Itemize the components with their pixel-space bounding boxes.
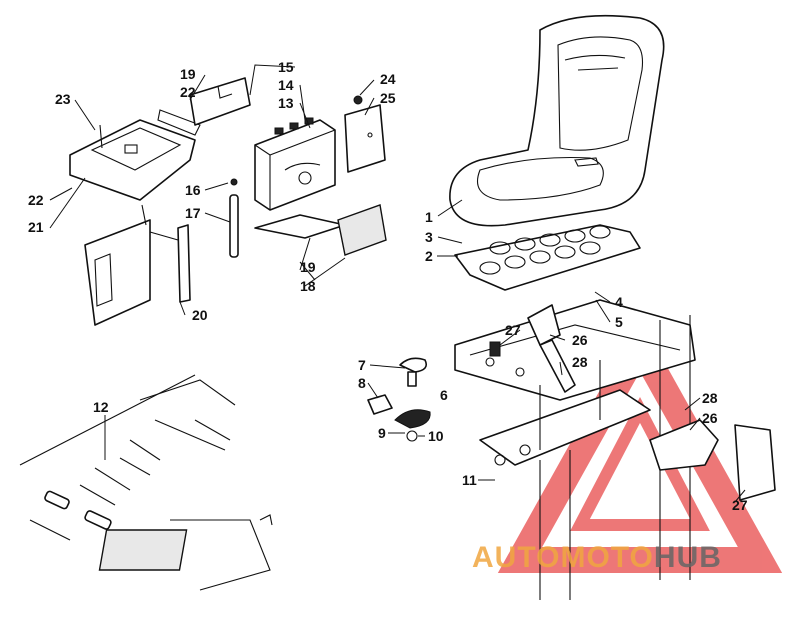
callout-28-lower: 28 [702, 390, 718, 406]
battery-box-bracket [84, 204, 191, 326]
latch-bracket [489, 304, 776, 501]
callout-4: 4 [615, 294, 623, 310]
seat-base-plate [454, 224, 641, 291]
watermark-moto: MOTO [560, 541, 653, 574]
watermark-auto: AUTO [472, 541, 560, 574]
callout-22-lower: 22 [28, 192, 44, 208]
callout-5: 5 [615, 314, 623, 330]
battery-pad-upper [189, 77, 251, 126]
watermark-hub: HUB [654, 541, 722, 574]
seat [449, 14, 665, 227]
callout-28-upper: 28 [572, 354, 588, 370]
callout-26-upper: 26 [572, 332, 588, 348]
callout-12: 12 [93, 399, 109, 415]
callout-25: 25 [380, 90, 396, 106]
battery-pad-lower [254, 204, 387, 256]
battery-tray [69, 109, 201, 201]
callout-15: 15 [278, 59, 294, 75]
callout-1: 1 [425, 209, 433, 225]
callout-7: 7 [358, 357, 366, 373]
callout-19-upper: 19 [180, 66, 196, 82]
callout-27-upper: 27 [505, 322, 521, 338]
callout-14: 14 [278, 77, 294, 93]
battery-cover [344, 95, 386, 173]
callout-20: 20 [192, 307, 208, 323]
callout-19-lower: 19 [300, 259, 316, 275]
callout-16: 16 [185, 182, 201, 198]
callout-21: 21 [28, 219, 44, 235]
callout-13: 13 [278, 95, 294, 111]
callout-6: 6 [440, 387, 448, 403]
callout-22-upper: 22 [180, 84, 196, 100]
callout-11: 11 [462, 472, 477, 488]
callout-18: 18 [300, 278, 316, 294]
callout-23: 23 [55, 91, 71, 107]
callout-24: 24 [380, 71, 396, 87]
callout-26-lower: 26 [702, 410, 718, 426]
callout-27-lower: 27 [732, 497, 748, 513]
callout-8: 8 [358, 375, 366, 391]
watermark-text: AUTOMOTOHUB [472, 541, 722, 574]
callout-2: 2 [425, 248, 433, 264]
strap-bolt [229, 178, 239, 258]
leader-lines [49, 64, 746, 503]
tool-kit [19, 374, 273, 591]
callout-10: 10 [428, 428, 444, 444]
battery [254, 117, 336, 211]
frame [454, 299, 696, 600]
svg-text:AUTOMOTOHUB: AUTOMOTOHUB [472, 541, 722, 574]
callout-labels: 1 2 3 4 5 6 7 8 9 10 11 12 13 14 15 16 1… [28, 59, 748, 513]
callout-17: 17 [185, 205, 201, 221]
seat-latch [367, 357, 431, 442]
callout-3: 3 [425, 229, 433, 245]
callout-9: 9 [378, 425, 386, 441]
